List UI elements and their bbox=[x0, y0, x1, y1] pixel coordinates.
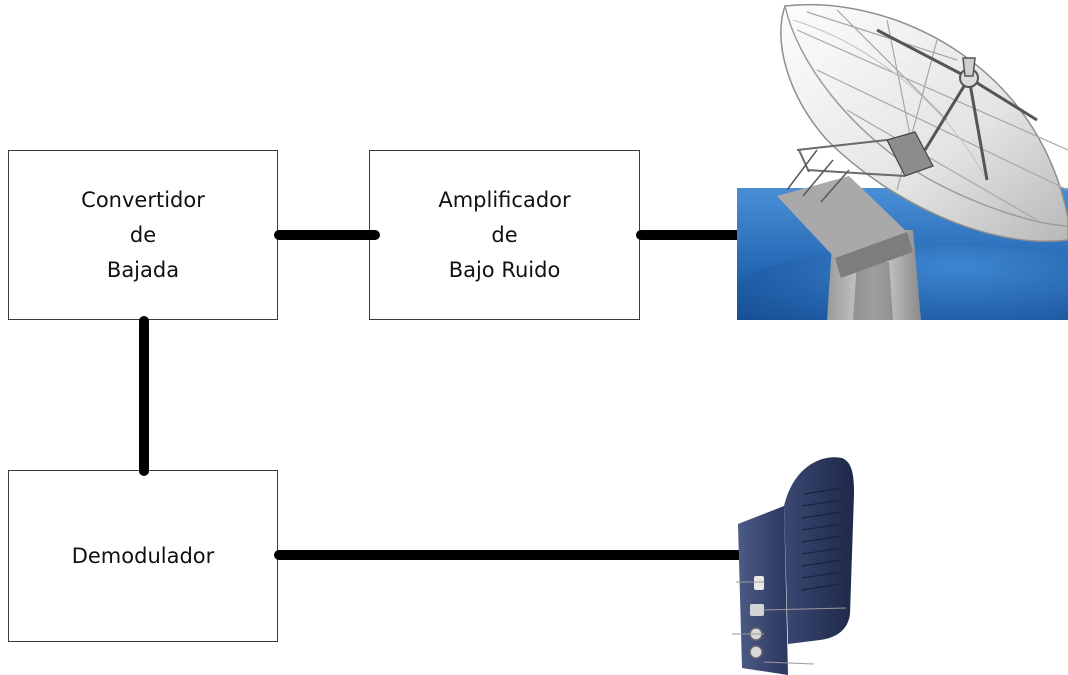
satellite-modem-icon bbox=[732, 457, 854, 675]
low-noise-amplifier-label: Amplificador de Bajo Ruido bbox=[438, 187, 571, 282]
connector-downconverter-lna bbox=[274, 230, 380, 240]
downconverter-label: Convertidor de Bajada bbox=[81, 187, 205, 282]
satellite-dish-icon bbox=[737, 3, 1068, 320]
demodulator-label: Demodulador bbox=[71, 543, 215, 568]
connector-demodulator-modem bbox=[274, 550, 746, 560]
low-noise-amplifier-block: Amplificador de Bajo Ruido bbox=[369, 150, 640, 320]
demodulator-block: Demodulador bbox=[8, 470, 278, 642]
downconverter-block: Convertidor de Bajada bbox=[8, 150, 278, 320]
connector-downconverter-demodulator bbox=[139, 316, 149, 476]
connector-lna-dish bbox=[636, 230, 744, 240]
